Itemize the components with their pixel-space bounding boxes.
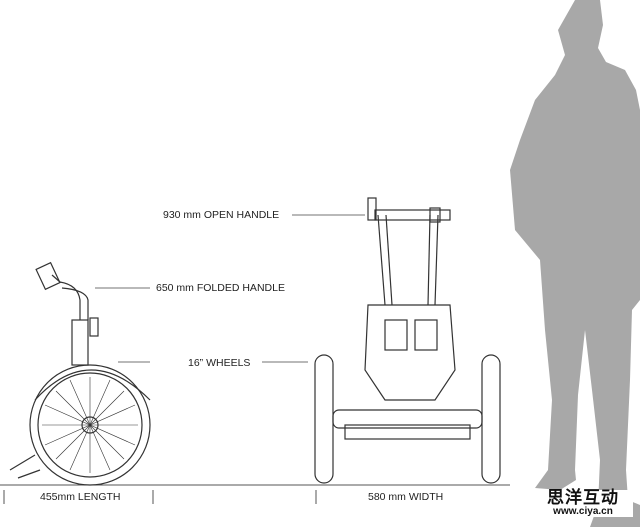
watermark-title: 思洋互动 — [547, 488, 619, 508]
length-label: 455mm LENGTH — [40, 491, 121, 503]
folded-handle-label: 650 mm FOLDED HANDLE — [156, 282, 285, 294]
front-view-device — [314, 197, 501, 484]
width-label: 580 mm WIDTH — [368, 491, 444, 503]
human-silhouette — [510, 0, 640, 527]
wheels-label: 16” WHEELS — [188, 357, 251, 369]
watermark-url: www.ciya.cn — [553, 506, 613, 517]
open-handle-label: 930 mm OPEN HANDLE — [163, 209, 280, 221]
watermark: 思洋互动 www.ciya.cn — [533, 490, 633, 517]
side-view-device — [9, 261, 151, 486]
